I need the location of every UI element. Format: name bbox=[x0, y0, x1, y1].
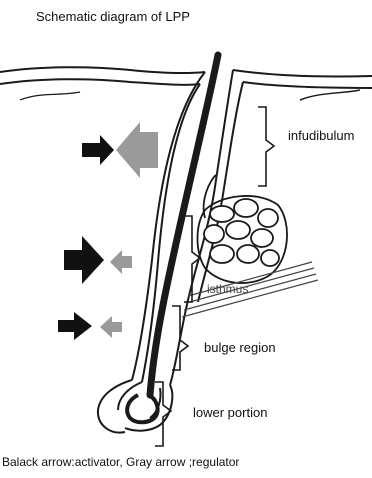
regulator-arrow bbox=[116, 122, 158, 178]
label-isthmus: isthmus bbox=[207, 282, 248, 296]
label-lower-portion: lower portion bbox=[193, 405, 267, 420]
activator-arrow bbox=[58, 312, 92, 340]
activator-arrow bbox=[64, 236, 104, 284]
regulator-arrow bbox=[100, 316, 122, 338]
arrector-pili-muscle bbox=[182, 262, 318, 317]
legend-caption: Balack arrow:activator, Gray arrow ;regu… bbox=[2, 455, 239, 469]
label-bulge-region: bulge region bbox=[204, 340, 276, 355]
diagram-title: Schematic diagram of LPP bbox=[36, 9, 190, 24]
hair-bulb bbox=[127, 395, 157, 422]
label-infundibulum: infudibulum bbox=[288, 128, 355, 143]
activator-arrow bbox=[82, 135, 114, 165]
bracket-infundibulum bbox=[258, 107, 274, 186]
regulator-arrow bbox=[110, 250, 132, 274]
epidermis bbox=[0, 67, 372, 100]
sebaceous-gland bbox=[198, 175, 288, 283]
arrows bbox=[58, 122, 158, 340]
